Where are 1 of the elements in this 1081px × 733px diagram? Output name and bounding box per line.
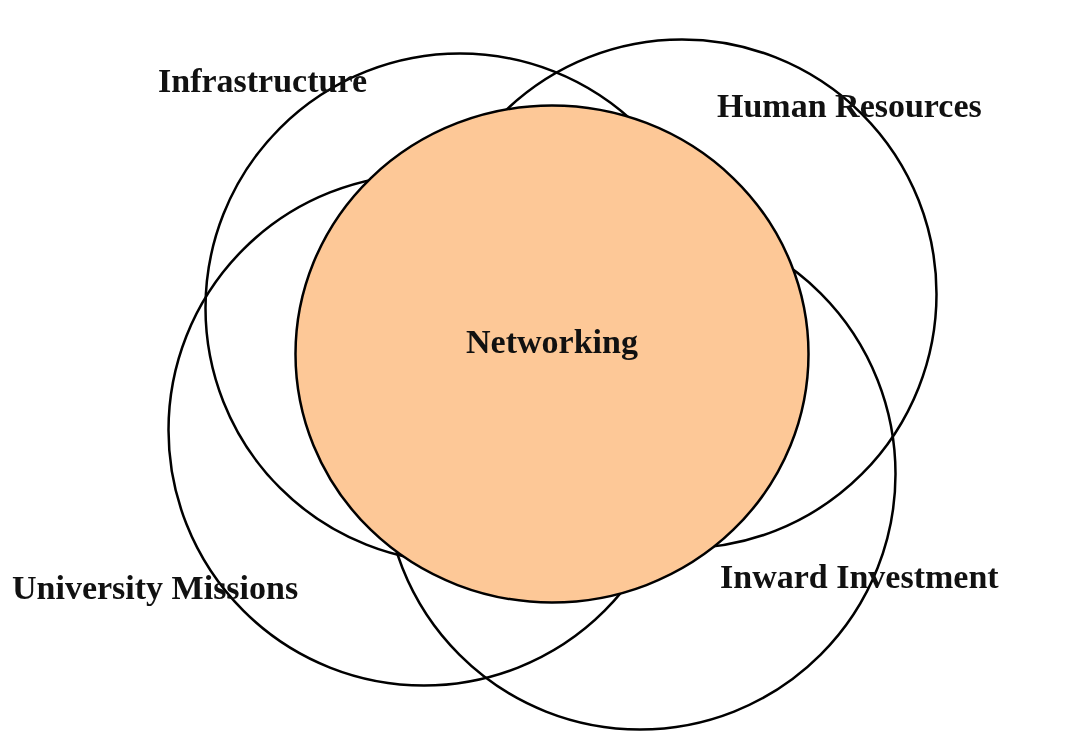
circle-label: Networking: [466, 323, 638, 361]
